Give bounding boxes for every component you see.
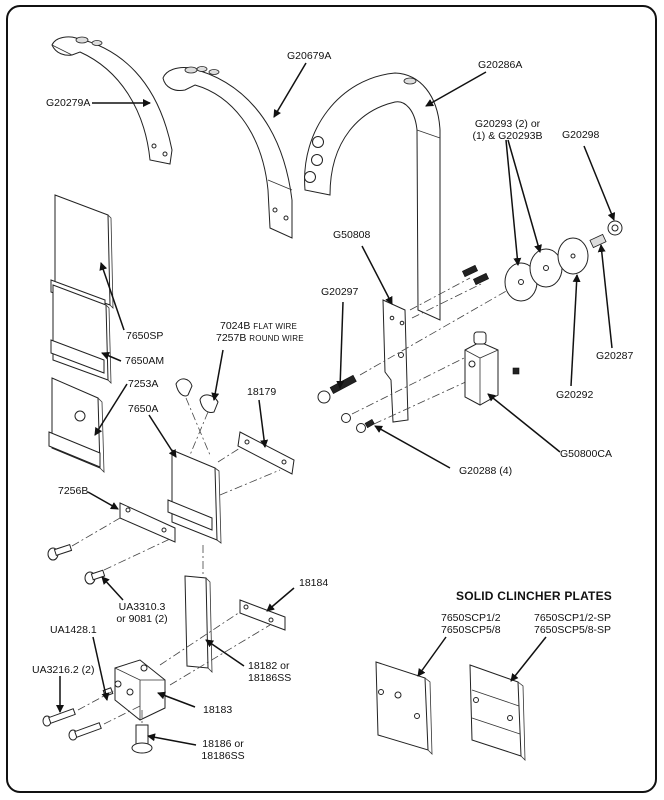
label-g20279a: G20279A bbox=[46, 97, 91, 109]
label-7257b: 7257B ROUND WIRE bbox=[216, 332, 304, 345]
block-18183 bbox=[114, 659, 166, 721]
screws-ua3216 bbox=[42, 687, 141, 741]
label-scp-line2: 7650SCP5/8 bbox=[441, 624, 501, 636]
label-7256b: 7256B bbox=[58, 485, 89, 497]
label-18182: 18182 or 18186SS bbox=[248, 660, 291, 684]
label-7257b-note: ROUND WIRE bbox=[249, 334, 304, 343]
label-18186-line1: 18186 or bbox=[202, 738, 244, 750]
hook-g20286a bbox=[304, 72, 441, 321]
block-7256b bbox=[119, 502, 176, 543]
label-scp: 7650SCP1/2 7650SCP5/8 bbox=[441, 612, 501, 636]
label-18186: 18186 or 18186SS bbox=[198, 738, 248, 762]
wire-guides bbox=[175, 378, 219, 456]
label-g20286a: G20286A bbox=[478, 59, 523, 71]
screws-g20288 bbox=[341, 354, 471, 433]
label-7024b: 7024B FLAT WIRE bbox=[220, 320, 297, 333]
bar-18179 bbox=[217, 431, 295, 496]
plate-7650am bbox=[50, 284, 112, 384]
screws-bracket bbox=[409, 264, 490, 319]
block-g50800ca bbox=[464, 331, 520, 406]
label-ua3216: UA3216.2 (2) bbox=[32, 664, 95, 676]
label-scp-sp-line2: 7650SCP5/8-SP bbox=[534, 624, 612, 636]
label-g20293-line1: G20293 (2) or bbox=[474, 118, 541, 130]
label-18182-line2: 18186SS bbox=[248, 672, 292, 684]
label-7253a: 7253A bbox=[128, 378, 159, 390]
clincher-plate-scp bbox=[375, 661, 433, 755]
label-7024b-note: FLAT WIRE bbox=[253, 322, 298, 331]
label-ua3310-line2: or 9081 (2) bbox=[116, 613, 168, 625]
label-scp-line1: 7650SCP1/2 bbox=[441, 612, 501, 624]
section-title-solid-clincher-plates: SOLID CLINCHER PLATES bbox=[456, 589, 612, 603]
pins-ua3310 bbox=[47, 517, 173, 585]
label-18186-line2: 18186SS bbox=[201, 750, 245, 762]
label-7650a: 7650A bbox=[128, 403, 159, 415]
label-g20288: G20288 (4) bbox=[459, 465, 513, 477]
label-g20287: G20287 bbox=[596, 350, 634, 362]
bracket-g50808 bbox=[382, 299, 409, 423]
label-g20679a: G20679A bbox=[287, 50, 332, 62]
label-18179: 18179 bbox=[247, 386, 277, 398]
label-scp-sp: 7650SCP1/2-SP 7650SCP5/8-SP bbox=[534, 612, 611, 636]
label-ua3310: UA3310.3 or 9081 (2) bbox=[112, 601, 172, 625]
label-18182-line1: 18182 or bbox=[248, 660, 290, 672]
clincher-plate-scp-sp bbox=[469, 664, 526, 761]
blade-18182 bbox=[184, 545, 213, 673]
label-g20297: G20297 bbox=[321, 286, 359, 298]
label-ua3310-line1: UA3310.3 bbox=[118, 601, 166, 613]
label-ua1428: UA1428.1 bbox=[50, 624, 97, 636]
label-g50800ca: G50800CA bbox=[560, 448, 612, 460]
label-7257b-code: 7257B bbox=[216, 332, 247, 344]
label-g20293: G20293 (2) or (1) & G20293B bbox=[470, 118, 545, 142]
label-7650am: 7650AM bbox=[125, 355, 165, 367]
label-scp-sp-line1: 7650SCP1/2-SP bbox=[534, 612, 612, 624]
label-g20298: G20298 bbox=[562, 129, 600, 141]
label-7650sp: 7650SP bbox=[126, 330, 164, 342]
label-18184: 18184 bbox=[299, 577, 329, 589]
hook-g20679a bbox=[162, 66, 293, 239]
label-7024b-code: 7024B bbox=[220, 320, 251, 332]
label-g50808: G50808 bbox=[333, 229, 371, 241]
label-g20292: G20292 bbox=[556, 389, 594, 401]
label-18183: 18183 bbox=[203, 704, 233, 716]
leader-arrows bbox=[56, 62, 616, 746]
washers bbox=[504, 220, 623, 302]
label-g20293-line2: (1) & G20293B bbox=[472, 130, 543, 142]
diagram-frame bbox=[6, 5, 657, 793]
plate-7253a bbox=[48, 377, 105, 473]
plate-7650a bbox=[167, 449, 222, 544]
